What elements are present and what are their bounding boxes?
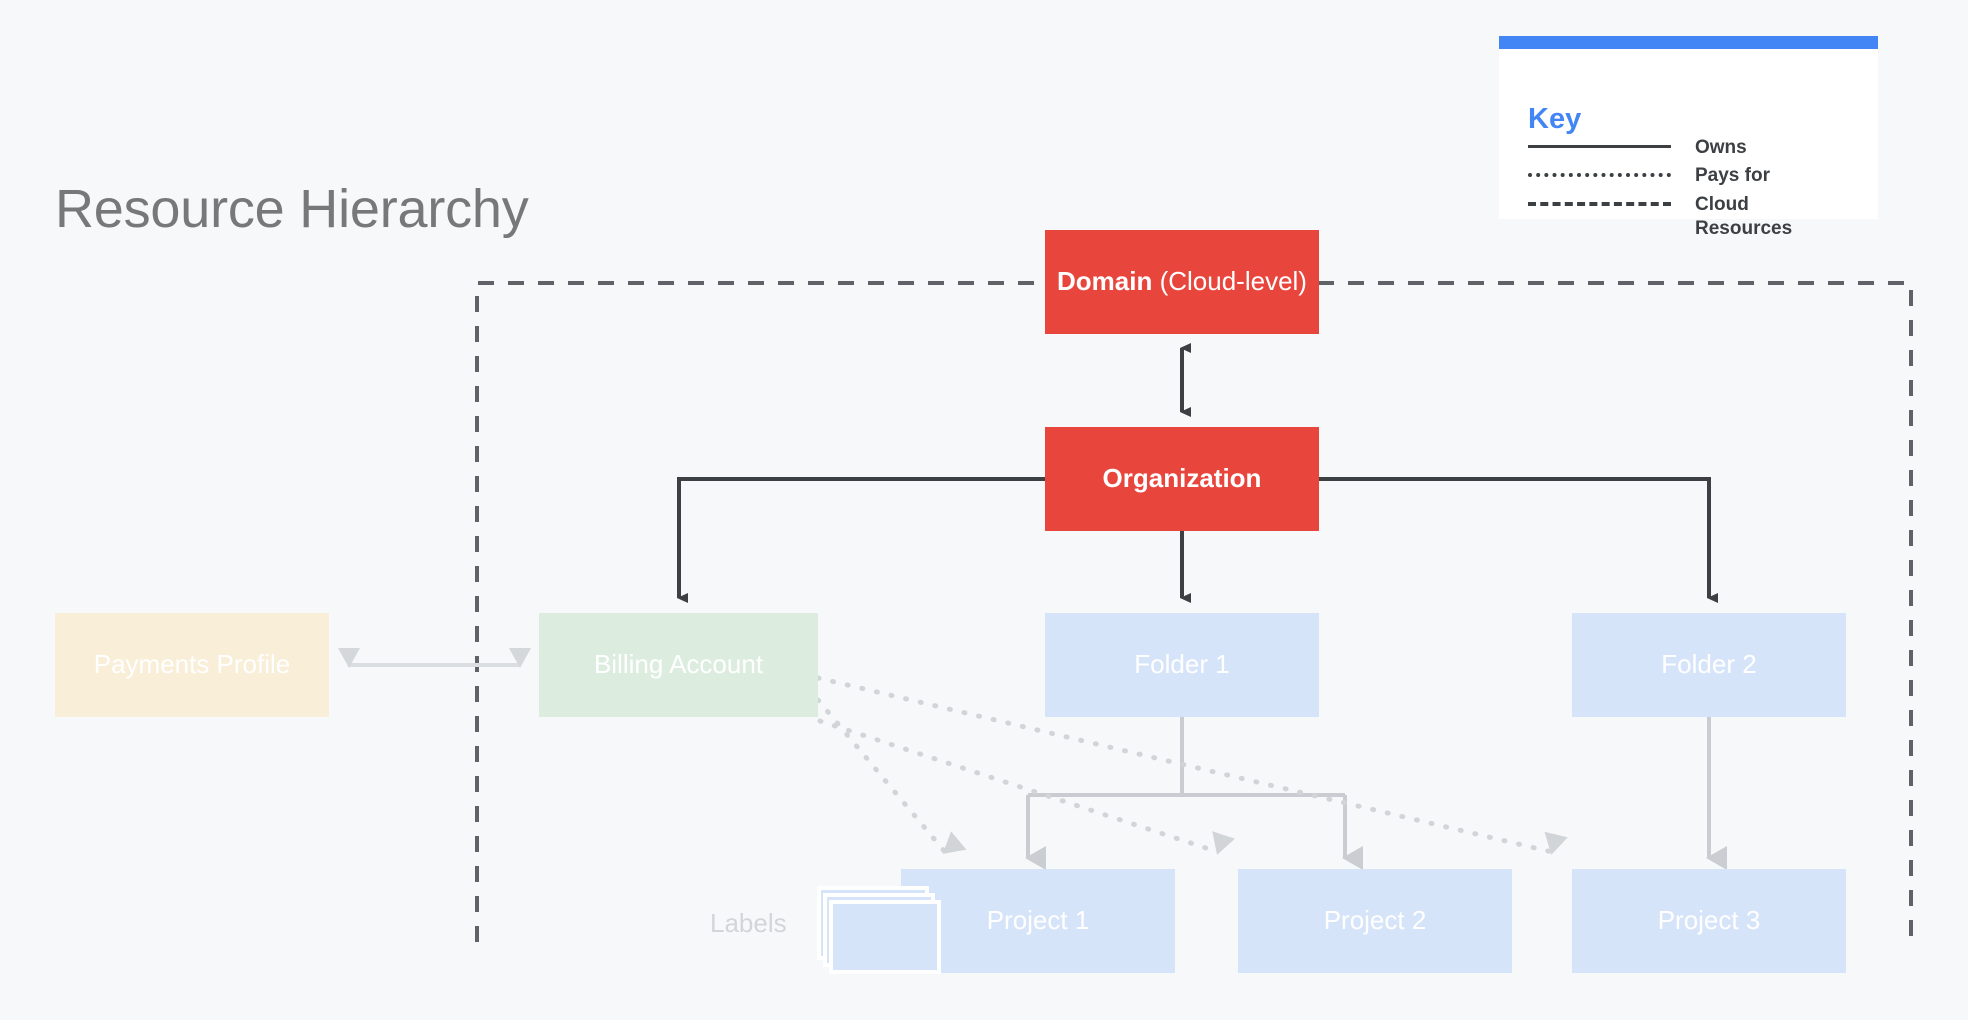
node-folder-2-label: Folder 2 — [1661, 649, 1757, 680]
key-legend: Key Owns Pays for Cloud Resources — [1499, 36, 1878, 239]
key-row-owns-label: Owns — [1695, 137, 1747, 158]
key-accent-bar — [1499, 36, 1878, 49]
node-domain-label-suffix: (Cloud-level) — [1152, 266, 1307, 297]
key-row-pays-for-label: Pays for — [1695, 165, 1770, 186]
node-domain[interactable]: Domain (Cloud-level) — [1045, 230, 1319, 334]
node-folder-2[interactable]: Folder 2 — [1572, 613, 1846, 717]
node-domain-label-main: Domain — [1057, 266, 1153, 297]
dotted-line-icon — [1528, 164, 1671, 186]
edge-folder1-projects — [1025, 717, 1363, 870]
node-billing-account[interactable]: Billing Account — [539, 613, 818, 717]
node-folder-1-label: Folder 1 — [1134, 649, 1230, 680]
page-title: Resource Hierarchy — [55, 179, 529, 239]
edge-organization-billing — [677, 477, 1045, 603]
node-billing-account-label: Billing Account — [593, 649, 764, 680]
edge-billing-pays-project2 — [817, 718, 1236, 855]
node-project-3[interactable]: Project 3 — [1572, 869, 1846, 973]
labels-caption: Labels — [710, 908, 787, 938]
node-project-2[interactable]: Project 2 — [1238, 869, 1512, 973]
labels-card-front[interactable] — [829, 900, 941, 974]
key-row-cloud-resources: Cloud Resources — [1528, 193, 1845, 241]
edge-billing-pays-project1 — [815, 697, 967, 855]
node-payments-profile-label: Payments Profile — [93, 649, 291, 680]
key-row-pays-for: Pays for — [1528, 164, 1770, 188]
node-payments-profile[interactable]: Payments Profile — [55, 613, 329, 717]
node-project-2-label: Project 2 — [1323, 905, 1427, 936]
node-project-1[interactable]: Project 1 — [901, 869, 1175, 973]
node-folder-1[interactable]: Folder 1 — [1045, 613, 1319, 717]
dashed-line-icon — [1528, 193, 1671, 215]
node-organization-label: Organization — [1102, 463, 1262, 494]
key-row-cloud-resources-label: Cloud Resources — [1695, 194, 1793, 239]
node-project-1-label: Project 1 — [986, 905, 1090, 936]
node-project-3-label: Project 3 — [1657, 905, 1761, 936]
node-domain-label: Domain (Cloud-level) — [1057, 266, 1307, 297]
node-organization[interactable]: Organization — [1045, 427, 1319, 531]
edge-organization-folder2 — [1319, 477, 1718, 603]
key-title: Key — [1528, 103, 1582, 135]
solid-line-icon — [1528, 136, 1671, 158]
key-row-owns: Owns — [1528, 136, 1747, 160]
